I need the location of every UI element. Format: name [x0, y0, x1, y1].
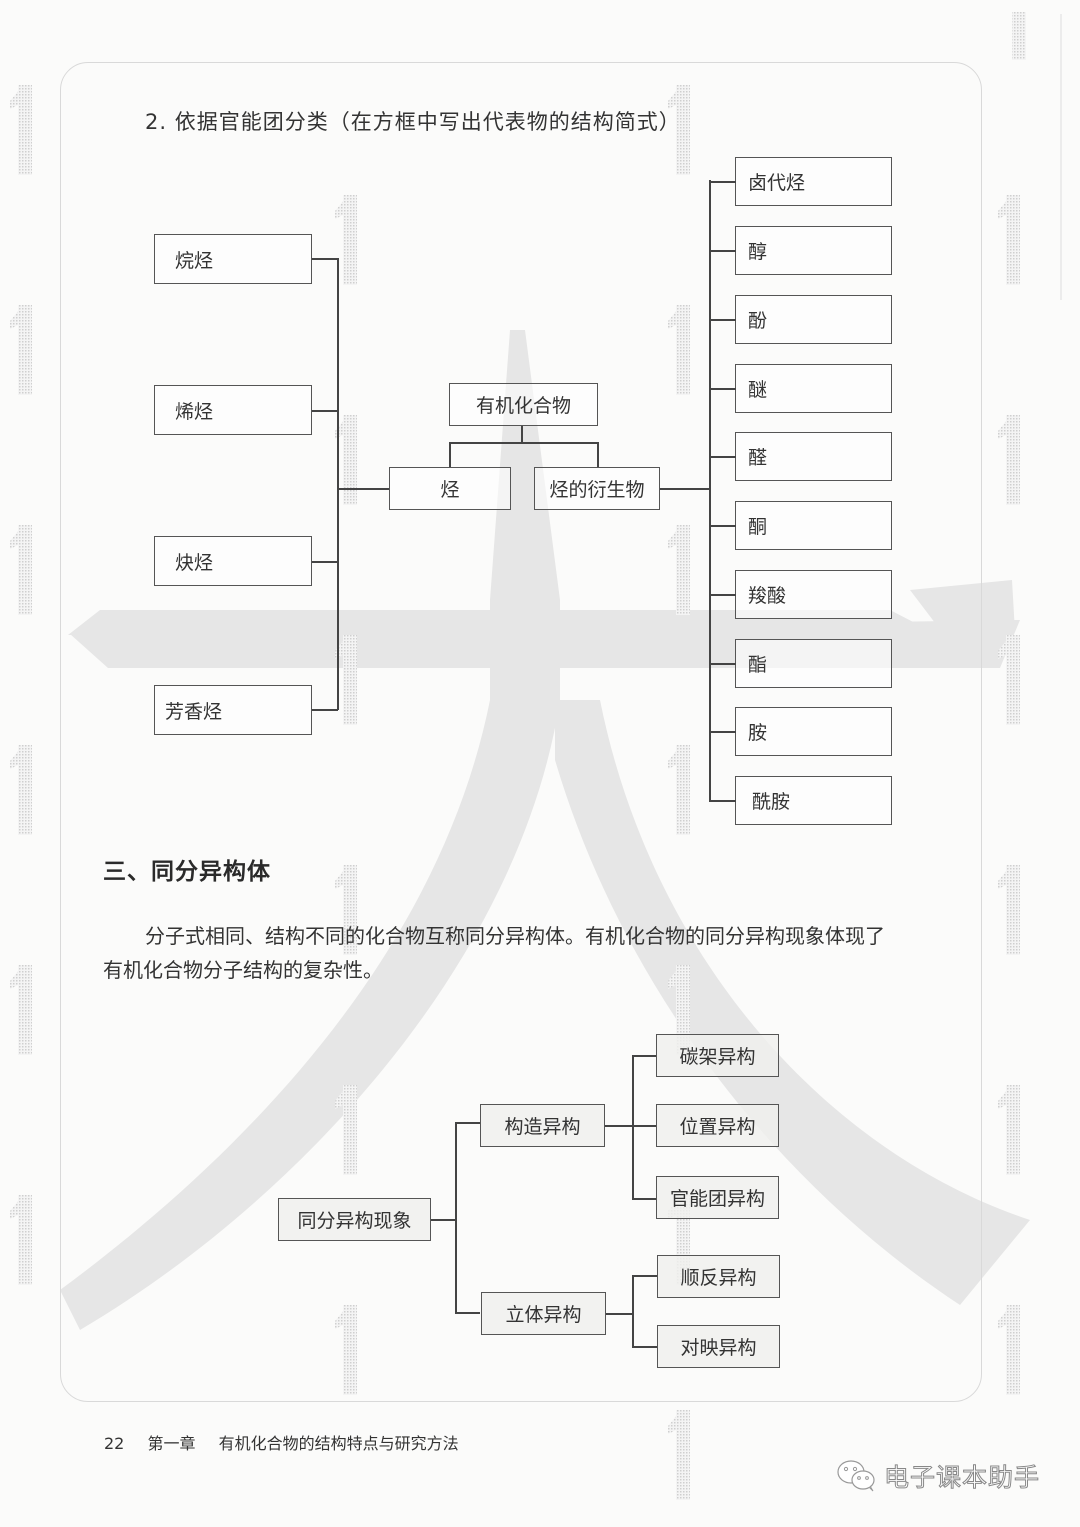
- box-stereoisomerism[interactable]: 立体异构: [481, 1292, 606, 1335]
- box-label: 顺反异构: [680, 1267, 757, 1289]
- box-label: 酮: [748, 516, 768, 538]
- box-alkene[interactable]: 烯烃: [154, 385, 312, 435]
- box-label: 同分异构现象: [297, 1210, 412, 1232]
- box-alkane[interactable]: 烷烃: [154, 234, 312, 284]
- page-frame: [60, 62, 982, 1402]
- connector: [312, 561, 338, 563]
- paragraph-line-2: 有机化合物分子结构的复杂性。: [103, 958, 383, 982]
- wechat-icon: [837, 1460, 875, 1492]
- box-label: 醚: [748, 379, 768, 401]
- box-label: 有机化合物: [475, 395, 571, 417]
- connector: [449, 442, 451, 468]
- wechat-watermark: 电子课本助手: [836, 1458, 1040, 1494]
- box-label: 烯烃: [175, 400, 214, 423]
- connector: [597, 442, 599, 468]
- box-derivative[interactable]: 卤代烃: [735, 157, 892, 206]
- box-label: 位置异构: [679, 1116, 756, 1138]
- connector: [632, 1055, 634, 1199]
- box-derivative[interactable]: 酯: [735, 639, 892, 688]
- box-derivative[interactable]: 羧酸: [735, 570, 892, 619]
- connector: [449, 442, 598, 444]
- section-3-paragraph: 分子式相同、结构不同的化合物互称同分异构体。有机化合物的同分异构现象体现了 有机…: [103, 919, 953, 987]
- connector: [606, 1313, 633, 1315]
- section-3-heading: 三、同分异构体: [103, 859, 271, 885]
- section-2-title: 2. 依据官能团分类（在方框中写出代表物的结构简式）: [145, 110, 681, 134]
- box-derivative[interactable]: 酚: [735, 295, 892, 344]
- box-constitutional-isomerism[interactable]: 构造异构: [480, 1104, 605, 1147]
- connector: [709, 456, 736, 458]
- paragraph-line-1: 分子式相同、结构不同的化合物互称同分异构体。有机化合物的同分异构现象体现了: [145, 924, 885, 948]
- box-hydrocarbon[interactable]: 烃: [389, 467, 511, 510]
- box-label: 烃的衍生物: [549, 479, 645, 501]
- connector: [632, 1275, 657, 1277]
- connector: [632, 1346, 657, 1348]
- connector: [312, 709, 338, 711]
- box-derivative[interactable]: 醚: [735, 364, 892, 413]
- box-label: 立体异构: [505, 1304, 582, 1326]
- connector: [709, 180, 711, 800]
- box-label: 官能团异构: [669, 1188, 765, 1210]
- box-label: 烷烃: [175, 249, 214, 272]
- connector: [709, 731, 736, 733]
- connector: [312, 258, 338, 260]
- box-positional-isomerism[interactable]: 位置异构: [656, 1104, 779, 1147]
- box-alkyne[interactable]: 炔烃: [154, 536, 312, 586]
- connector: [632, 1055, 657, 1057]
- box-organic-compound[interactable]: 有机化合物: [449, 383, 598, 426]
- connector: [337, 258, 339, 710]
- connector: [709, 594, 736, 596]
- connector: [709, 663, 736, 665]
- wechat-account-name: 电子课本助手: [883, 1463, 1041, 1493]
- box-label: 醇: [748, 241, 768, 263]
- connector: [709, 181, 736, 183]
- box-derivative[interactable]: 醛: [735, 432, 892, 481]
- box-label: 酚: [748, 310, 768, 332]
- box-label: 构造异构: [504, 1116, 581, 1138]
- connector: [455, 1312, 480, 1314]
- box-derivative[interactable]: 胺: [735, 707, 892, 756]
- connector: [455, 1122, 457, 1313]
- connector: [312, 410, 338, 412]
- box-cis-trans-isomerism[interactable]: 顺反异构: [657, 1255, 780, 1298]
- connector: [605, 1125, 657, 1127]
- box-label: 对映异构: [680, 1337, 757, 1359]
- connector: [709, 525, 736, 527]
- box-enantiomerism[interactable]: 对映异构: [657, 1325, 780, 1368]
- connector: [632, 1275, 634, 1347]
- connector: [709, 250, 736, 252]
- page-number: 22: [104, 1434, 125, 1453]
- box-hydrocarbon-derivative[interactable]: 烃的衍生物: [534, 467, 660, 510]
- box-derivative[interactable]: 酰胺: [735, 776, 892, 825]
- box-label: 胺: [748, 722, 768, 744]
- connector: [709, 800, 736, 802]
- chapter-title: 有机化合物的结构特点与研究方法: [218, 1434, 459, 1453]
- connector: [660, 488, 710, 490]
- box-label: 酰胺: [752, 791, 791, 813]
- box-isomerism[interactable]: 同分异构现象: [278, 1198, 431, 1241]
- box-label: 烃: [440, 479, 460, 501]
- connector: [709, 319, 736, 321]
- box-derivative[interactable]: 醇: [735, 226, 892, 275]
- connector: [521, 426, 523, 443]
- box-functional-group-isomerism[interactable]: 官能团异构: [656, 1176, 779, 1219]
- box-label: 芳香烃: [165, 700, 223, 723]
- connector: [709, 388, 736, 390]
- box-carbon-skeleton-isomerism[interactable]: 碳架异构: [656, 1034, 779, 1077]
- connector: [431, 1219, 456, 1221]
- box-aromatic[interactable]: 芳香烃: [154, 685, 312, 735]
- chapter-label: 第一章: [147, 1434, 196, 1453]
- box-label: 炔烃: [175, 551, 214, 574]
- connector: [455, 1122, 480, 1124]
- box-label: 醛: [748, 447, 768, 469]
- box-label: 酯: [748, 654, 768, 676]
- box-label: 羧酸: [748, 585, 787, 607]
- connector: [337, 488, 389, 490]
- page-footer: 22 第一章 有机化合物的结构特点与研究方法: [104, 1430, 477, 1454]
- connector: [632, 1198, 657, 1200]
- box-derivative[interactable]: 酮: [735, 501, 892, 550]
- box-label: 卤代烃: [748, 172, 806, 194]
- box-label: 碳架异构: [679, 1046, 756, 1068]
